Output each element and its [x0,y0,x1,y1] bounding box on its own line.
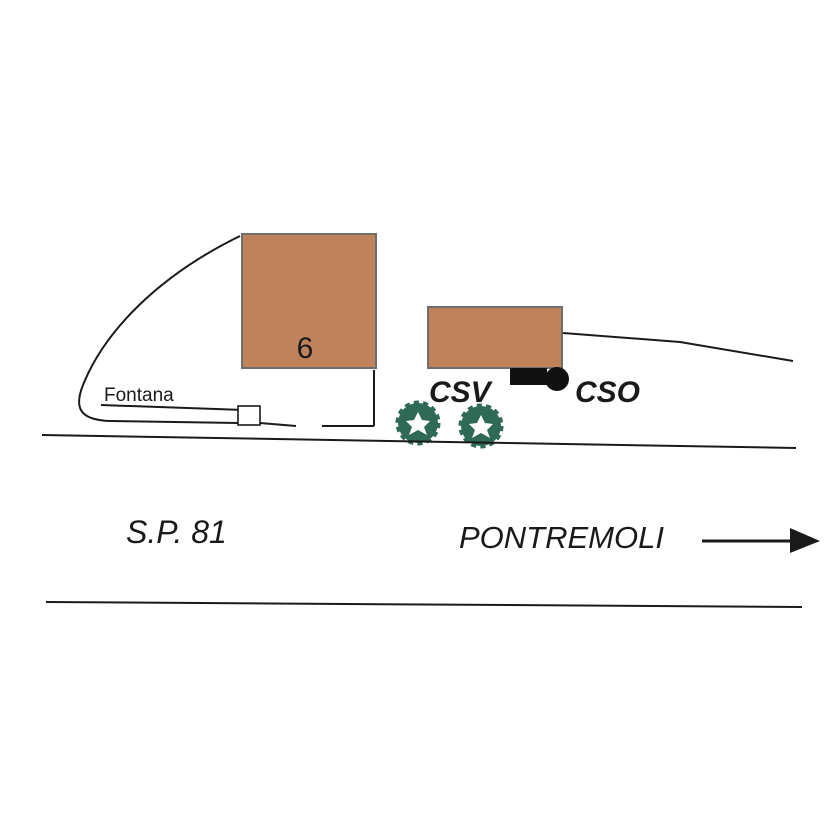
cso-label: CSO [575,376,640,409]
boundary-right [562,332,794,362]
csv-label: CSV [429,376,494,409]
building-csv [427,306,563,369]
road-edge-top [41,434,797,449]
fountain-connector [259,422,297,427]
road-edge-bottom [45,601,803,608]
building-6-label: 6 [297,332,314,365]
fountain-icon [237,405,261,426]
fountain-label: Fontana [104,385,174,406]
boundary-curve [78,235,241,424]
csv-marker-icon [510,368,547,385]
arrow-right-icon [702,528,820,553]
road-label: S.P. 81 [126,514,227,550]
building-6 [241,233,377,369]
tree-icon [458,403,504,449]
tree-icon [395,400,441,446]
cso-marker-icon [545,367,569,391]
direction-label: PONTREMOLI [459,520,664,555]
fountain-pipe [100,404,245,411]
